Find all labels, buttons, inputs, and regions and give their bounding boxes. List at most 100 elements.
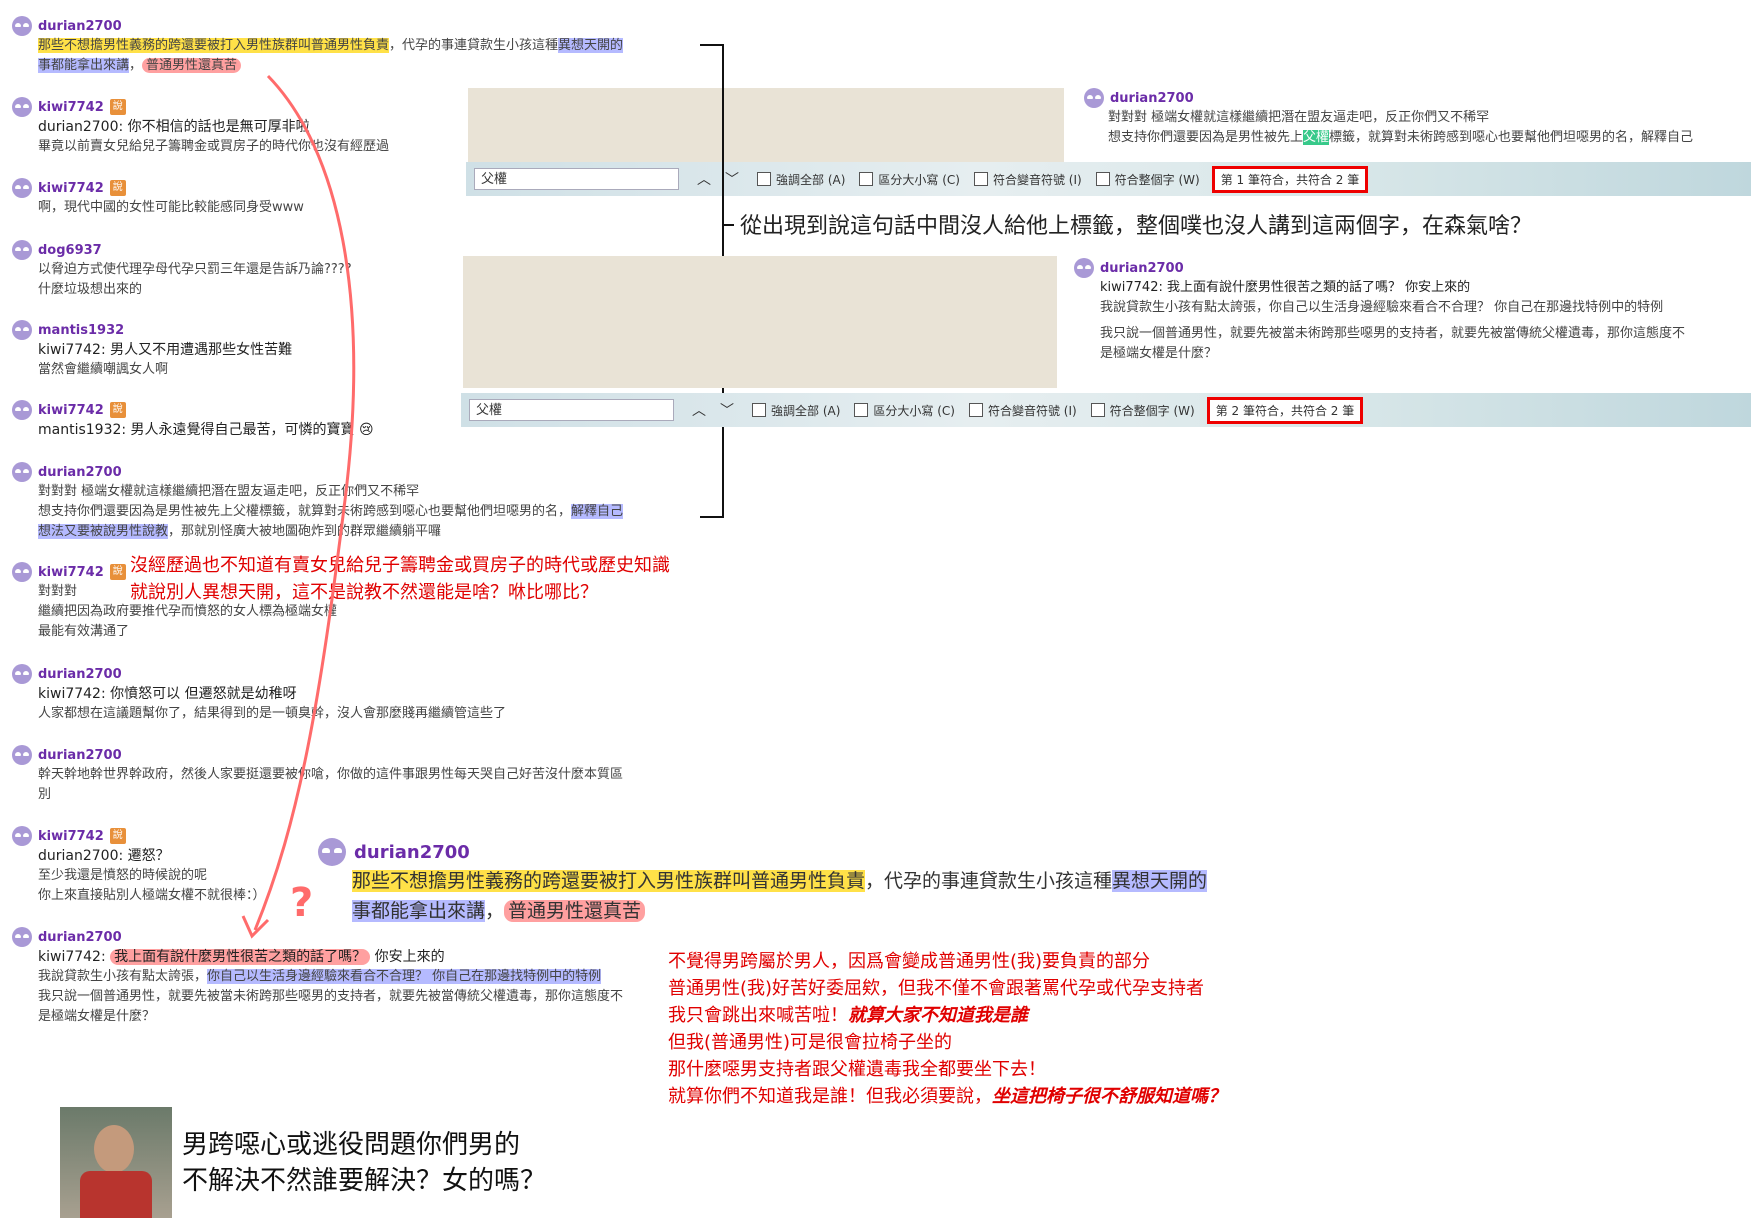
highlight-all-checkbox[interactable]: 強調全部 (A) <box>752 402 840 419</box>
match-diacritics-checkbox[interactable]: 符合變音符號 (I) <box>968 402 1077 419</box>
red-annotation-block: 不覺得男跨屬於男人，因爲會變成普通男性(我)要負責的部分普通男性(我)好苦好委屈… <box>668 948 1226 1110</box>
find-bar: 父權 ︿ ﹀ 強調全部 (A) 區分大小寫 (C) 符合變音符號 (I) 符合整… <box>461 393 1751 427</box>
username[interactable]: kiwi7742 <box>38 402 104 418</box>
panel2-comment: durian2700 kiwi7742: 我上面有說什麼男性很苦之類的話了嗎？ … <box>1074 258 1751 388</box>
find-input[interactable]: 父權 <box>469 399 674 421</box>
comment-text: kiwi7742: 男人又不用遭遇那些女性苦難 <box>38 342 293 358</box>
username[interactable]: dog6937 <box>38 242 102 258</box>
comment-text: 對對對 極端女權就這樣繼續把潛在盟友逼走吧，反正你們又不稀罕 <box>1108 110 1490 125</box>
username[interactable]: durian2700 <box>38 929 122 945</box>
comment-item: kiwi7742 說對對對繼續把因為政府要推代孕而憤怒的女人標為極端女權最能有效溝… <box>12 562 337 642</box>
whole-words-checkbox[interactable]: 符合整個字 (W) <box>1095 171 1200 188</box>
comment-text: 繼續把因為政府要推代孕而憤怒的女人標為極端女權 <box>38 604 338 619</box>
comment-text: 我只說一個普通男性，就要先被當未術跨那些噁男的支持者，就要先被當傳統父權遺毒，那… <box>38 989 624 1004</box>
comment-text: 別 <box>38 787 52 802</box>
zoomed-text-line: 事都能拿出來講，普通男性還真苦 <box>352 896 1207 926</box>
meme-image <box>60 1107 172 1218</box>
comment-header: durian2700 <box>12 664 506 684</box>
whole-words-checkbox[interactable]: 符合整個字 (W) <box>1090 402 1195 419</box>
meme-caption: 男跨噁心或逃役問題你們男的 不解決不然誰要解決？女的嗎？ <box>182 1130 547 1196</box>
avatar <box>12 462 32 482</box>
match-case-checkbox[interactable]: 區分大小寫 (C) <box>854 402 955 419</box>
arrow-head-icon <box>241 915 270 939</box>
username[interactable]: durian2700 <box>38 464 122 480</box>
comment-text: 最能有效溝通了 <box>38 624 130 639</box>
comment-item: mantis1932 kiwi7742: 男人又不用遭遇那些女性苦難當然會繼續嘲諷… <box>12 320 292 380</box>
username[interactable]: kiwi7742 <box>38 180 104 196</box>
username[interactable]: kiwi7742 <box>38 99 104 115</box>
red-annotation-line: 不覺得男跨屬於男人，因爲會變成普通男性(我)要負責的部分 <box>668 951 1151 972</box>
username[interactable]: durian2700 <box>354 841 470 863</box>
find-input[interactable]: 父權 <box>474 168 679 190</box>
red-annotation: 沒經歷過也不知道有賣女兒給兒子籌聘金或買房子的時代或歷史知識 就說別人異想天開，… <box>130 555 670 603</box>
comment-header: durian2700 <box>12 745 623 765</box>
find-status: 第 2 筆符合，共符合 2 筆 <box>1206 396 1364 424</box>
avatar <box>12 562 32 582</box>
avatar <box>12 826 32 846</box>
speech-badge: 說 <box>109 564 126 580</box>
comment-text: 我說貸款生小孩有點太誇張，你自己以生活身邊經驗來看合不合理？ 你自己在那邊找特例… <box>38 969 602 984</box>
avatar <box>12 320 32 340</box>
comment-item: durian2700 幹天幹地幹世界幹政府，然後人家要挺還要被你嗆，你做的這件事跟… <box>12 745 623 805</box>
red-annotation-line: 我只會跳出來喊苦啦！就算大家不知道我是誰 <box>668 1005 1028 1026</box>
red-annotation-line: 但我(普通男性)可是很會拉椅子坐的 <box>668 1032 953 1053</box>
comment-text: 幹天幹地幹世界幹政府，然後人家要挺還要被你嗆，你做的這件事跟男性每天哭自己好苦沒… <box>38 767 624 782</box>
comment-header: dog6937 <box>12 240 352 260</box>
username[interactable]: durian2700 <box>1100 260 1184 276</box>
find-bar: 父權 ︿ ﹀ 強調全部 (A) 區分大小寫 (C) 符合變音符號 (I) 符合整… <box>466 162 1751 196</box>
next-match-icon[interactable]: ﹀ <box>720 403 734 419</box>
panel1-comment: durian2700 對對對 極端女權就這樣繼續把潛在盟友逼走吧，反正你們又不稀… <box>1082 88 1742 160</box>
comment-text: 想法又要被說男性說教，那就別怪廣大被地圖砲炸到的群眾繼續躺平囉 <box>38 524 442 539</box>
highlight-all-checkbox[interactable]: 強調全部 (A) <box>757 171 845 188</box>
avatar <box>12 97 32 117</box>
question-mark: ? <box>290 880 314 926</box>
avatar <box>12 400 32 420</box>
comment-text: 那些不想擔男性義務的跨還要被打入男性族群叫普通男性負責，代孕的事連貸款生小孩這種… <box>38 38 624 53</box>
panel2-image <box>463 256 1057 388</box>
red-annotation-line: 普通男性(我)好苦好委屈欸，但我不僅不會跟著罵代孕或代孕支持者 <box>668 978 1205 999</box>
comment-item: durian2700 kiwi7742: 我上面有說什麼男性很苦之類的話了嗎？ 你… <box>12 927 623 1027</box>
speech-badge: 說 <box>109 828 126 844</box>
comment-text: 當然會繼續嘲諷女人啊 <box>38 362 169 377</box>
comment-header: kiwi7742 說 <box>12 562 337 582</box>
avatar <box>1084 88 1104 108</box>
username[interactable]: durian2700 <box>38 666 122 682</box>
avatar <box>12 927 32 947</box>
previous-match-icon[interactable]: ︿ <box>697 172 711 188</box>
comment-text: kiwi7742: 我上面有說什麼男性很苦之類的話了嗎？ 你安上來的 <box>1100 280 1471 295</box>
comment-text: 我說貸款生小孩有點太誇張，你自己以生活身邊經驗來看合不合理？ 你自己在那邊找特例… <box>1100 300 1664 315</box>
avatar <box>12 16 32 36</box>
comment-text: 想支持你們還要因為是男性被先上父權標籤，就算對未術跨感到噁心也要幫他們坦噁男的名… <box>38 504 624 519</box>
comment-text: 對對對 極端女權就這樣繼續把潛在盟友逼走吧，反正你們又不稀罕 <box>38 484 420 499</box>
comment-text: durian2700: 遷怒？ <box>38 848 170 864</box>
username[interactable]: mantis1932 <box>38 322 125 338</box>
username[interactable]: durian2700 <box>38 18 122 34</box>
panel1-image <box>468 88 1064 162</box>
avatar <box>1074 258 1094 278</box>
username[interactable]: durian2700 <box>1110 90 1194 106</box>
previous-match-icon[interactable]: ︿ <box>692 403 706 419</box>
next-match-icon[interactable]: ﹀ <box>725 172 739 188</box>
comment-text: 至少我還是憤怒的時候說的呢 <box>38 868 208 883</box>
comment-header: mantis1932 <box>12 320 292 340</box>
username[interactable]: durian2700 <box>38 747 122 763</box>
avatar <box>12 745 32 765</box>
comment-header: durian2700 <box>12 16 623 36</box>
username[interactable]: kiwi7742 <box>38 828 104 844</box>
username[interactable]: kiwi7742 <box>38 564 104 580</box>
comment-text: kiwi7742: 我上面有說什麼男性很苦之類的話了嗎？ 你安上來的 <box>38 949 445 965</box>
match-case-checkbox[interactable]: 區分大小寫 (C) <box>859 171 960 188</box>
find-match-highlight: 父權 <box>1303 130 1330 145</box>
match-diacritics-checkbox[interactable]: 符合變音符號 (I) <box>973 171 1082 188</box>
comment-item: durian2700 那些不想擔男性義務的跨還要被打入男性族群叫普通男性負責，代孕… <box>12 16 624 76</box>
comment-text: 對對對 <box>38 584 78 599</box>
comment-header: durian2700 <box>12 927 623 947</box>
comment-text: 我只說一個普通男性，就要先被當未術跨那些噁男的支持者，就要先被當傳統父權遺毒，那… <box>1100 326 1686 341</box>
